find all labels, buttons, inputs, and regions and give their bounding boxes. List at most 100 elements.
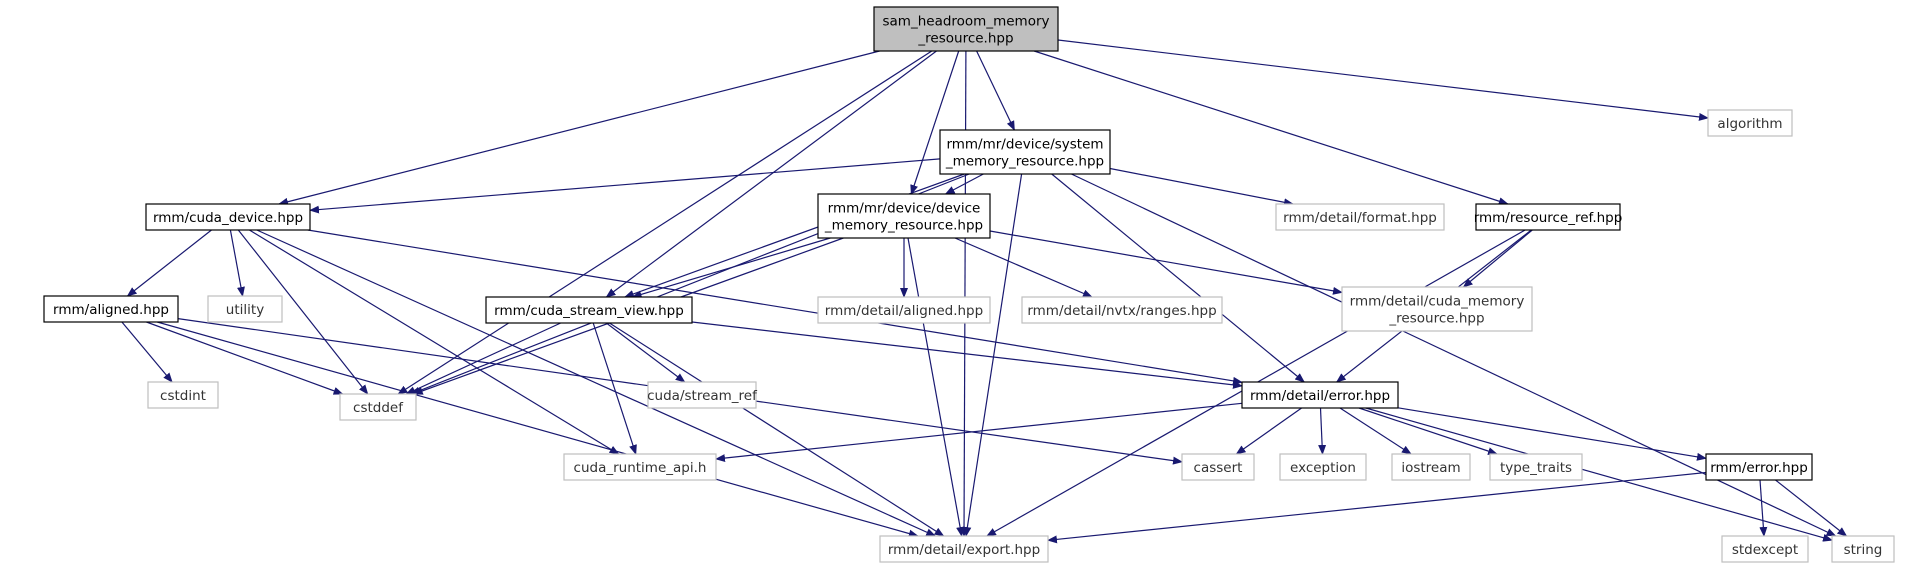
node-label-cassert-line-1: cassert — [1194, 460, 1243, 476]
node-cuda-runtime-api: cuda_runtime_api.h — [563, 453, 717, 481]
node-detail-export: rmm/detail/export.hpp — [879, 535, 1049, 563]
node-label-iostream-line-1: iostream — [1401, 460, 1460, 476]
edge-detail-error-to-cassert — [1235, 407, 1302, 455]
node-resource-ref[interactable]: rmm/resource_ref.hpp — [1474, 203, 1623, 231]
edge-cuda-device-to-detail-error — [307, 229, 1243, 385]
node-box-type-traits — [1489, 453, 1583, 481]
node-label-stdexcept-line-1: stdexcept — [1732, 542, 1798, 558]
node-cuda-device[interactable]: rmm/cuda_device.hpp — [145, 203, 311, 231]
node-label-detail-error-line-1: rmm/detail/error.hpp — [1250, 388, 1390, 404]
node-box-stdexcept — [1721, 535, 1809, 563]
node-string: string — [1831, 535, 1895, 563]
node-label-exception-line-1: exception — [1290, 460, 1356, 476]
edge-cuda-device-to-utility — [229, 229, 245, 297]
node-box-cuda-memory-resource — [1341, 286, 1533, 332]
edge-cuda-stream-view-to-cstddef — [405, 322, 561, 395]
edge-system-mr-to-device-mr — [944, 173, 984, 195]
node-box-exception — [1279, 453, 1367, 481]
edge-detail-error-to-rmm-error — [1397, 407, 1707, 461]
node-box-cuda-stream-ref — [647, 381, 757, 409]
node-type-traits: type_traits — [1489, 453, 1583, 481]
node-label-detail-aligned-line-1: rmm/detail/aligned.hpp — [825, 303, 983, 319]
node-box-detail-export — [879, 535, 1049, 563]
edge-device-mr-to-nvtx-ranges — [954, 237, 1093, 298]
node-detail-aligned: rmm/detail/aligned.hpp — [817, 296, 991, 324]
node-cuda-stream-view[interactable]: rmm/cuda_stream_view.hpp — [485, 296, 693, 324]
edge-detail-error-to-cuda-runtime-api — [715, 402, 1243, 463]
node-box-detail-format — [1275, 203, 1445, 231]
edge-root-to-detail-export — [960, 50, 969, 537]
edge-detail-error-to-exception — [1318, 407, 1327, 455]
node-label-cuda-memory-resource-line-1: rmm/detail/cuda_memory — [1350, 294, 1525, 310]
node-box-detail-error — [1241, 381, 1399, 409]
node-detail-format: rmm/detail/format.hpp — [1275, 203, 1445, 231]
edge-device-mr-to-cuda-stream-view — [631, 237, 831, 299]
node-box-device-mr — [817, 193, 991, 239]
edge-detail-error-to-type-traits — [1358, 407, 1498, 455]
node-box-string — [1831, 535, 1895, 563]
node-label-rmm-error-line-1: rmm/error.hpp — [1710, 460, 1808, 476]
edge-aligned-to-detail-export — [157, 321, 919, 538]
node-iostream: iostream — [1391, 453, 1471, 481]
edge-aligned-to-cstdint — [121, 321, 173, 383]
node-box-iostream — [1391, 453, 1471, 481]
edge-device-mr-to-cuda-memory-resource — [989, 230, 1343, 295]
node-cassert: cassert — [1181, 453, 1255, 481]
node-box-root — [873, 6, 1059, 52]
edge-root-to-device-mr — [910, 50, 960, 195]
node-box-utility — [207, 295, 283, 323]
edge-system-mr-to-detail-format — [1109, 167, 1294, 207]
node-label-cstdint-line-1: cstdint — [160, 388, 206, 404]
nodes-layer: sam_headroom_memory_resource.hpp rmm/mr/d… — [43, 6, 1895, 563]
node-cstddef: cstddef — [339, 393, 417, 421]
edge-cuda-device-to-cuda-runtime-api — [249, 229, 620, 455]
node-label-cstddef-line-1: cstddef — [353, 400, 404, 416]
node-box-cuda-device — [145, 203, 311, 231]
node-root[interactable]: sam_headroom_memory_resource.hpp — [873, 6, 1059, 52]
node-stdexcept: stdexcept — [1721, 535, 1809, 563]
node-cuda-stream-ref: cuda/stream_ref — [647, 381, 758, 409]
node-cuda-memory-resource: rmm/detail/cuda_memory_resource.hpp — [1341, 286, 1533, 332]
edge-cuda-device-to-aligned — [126, 229, 212, 297]
edge-system-mr-to-detail-error — [1051, 173, 1305, 383]
edge-system-mr-to-cuda-device — [309, 158, 941, 214]
node-nvtx-ranges: rmm/detail/nvtx/ranges.hpp — [1021, 296, 1223, 324]
node-system-mr[interactable]: rmm/mr/device/system_memory_resource.hpp — [939, 129, 1111, 175]
node-label-device-mr-line-1: rmm/mr/device/device — [828, 201, 981, 217]
node-label-root-line-2: _resource.hpp — [917, 31, 1013, 47]
node-label-utility-line-1: utility — [226, 302, 264, 318]
edge-cuda-stream-view-to-detail-export — [609, 322, 945, 537]
edge-system-mr-to-string — [1071, 173, 1837, 537]
edge-aligned-to-cstddef — [146, 321, 344, 395]
node-aligned[interactable]: rmm/aligned.hpp — [43, 295, 179, 323]
edge-resource-ref-to-cuda-memory-resource — [1462, 229, 1533, 288]
edges-layer — [121, 39, 1848, 544]
node-box-detail-aligned — [817, 296, 991, 324]
edge-rmm-error-to-detail-export — [1047, 471, 1707, 544]
node-label-detail-export-line-1: rmm/detail/export.hpp — [888, 542, 1040, 558]
edge-cuda-stream-view-to-cuda-stream-ref — [605, 322, 686, 383]
node-label-string-line-1: string — [1844, 542, 1883, 558]
edge-cuda-stream-view-to-cuda-runtime-api — [592, 322, 637, 455]
node-label-algorithm-line-1: algorithm — [1717, 116, 1782, 132]
node-device-mr[interactable]: rmm/mr/device/device_memory_resource.hpp — [817, 193, 991, 239]
edge-device-mr-to-detail-export — [907, 237, 965, 537]
node-box-resource-ref — [1475, 203, 1621, 231]
node-label-cuda-stream-ref-line-1: cuda/stream_ref — [647, 388, 758, 404]
node-label-device-mr-line-2: _memory_resource.hpp — [824, 218, 983, 234]
node-label-type-traits-line-1: type_traits — [1500, 460, 1572, 476]
node-detail-error[interactable]: rmm/detail/error.hpp — [1241, 381, 1399, 409]
edge-root-to-cuda-device — [278, 50, 880, 206]
edge-root-to-algorithm — [1057, 39, 1709, 121]
node-exception: exception — [1279, 453, 1367, 481]
node-algorithm: algorithm — [1707, 109, 1793, 137]
node-box-cstddef — [339, 393, 417, 421]
node-label-cuda-runtime-api-line-1: cuda_runtime_api.h — [574, 460, 707, 476]
edge-rmm-error-to-stdexcept — [1759, 479, 1768, 537]
edge-cuda-device-to-cstddef — [237, 229, 369, 395]
edge-detail-error-to-string — [1365, 407, 1833, 542]
node-box-nvtx-ranges — [1021, 296, 1223, 324]
edge-rmm-error-to-string — [1775, 479, 1848, 537]
node-label-system-mr-line-2: _memory_resource.hpp — [945, 154, 1104, 170]
node-rmm-error[interactable]: rmm/error.hpp — [1705, 453, 1813, 481]
